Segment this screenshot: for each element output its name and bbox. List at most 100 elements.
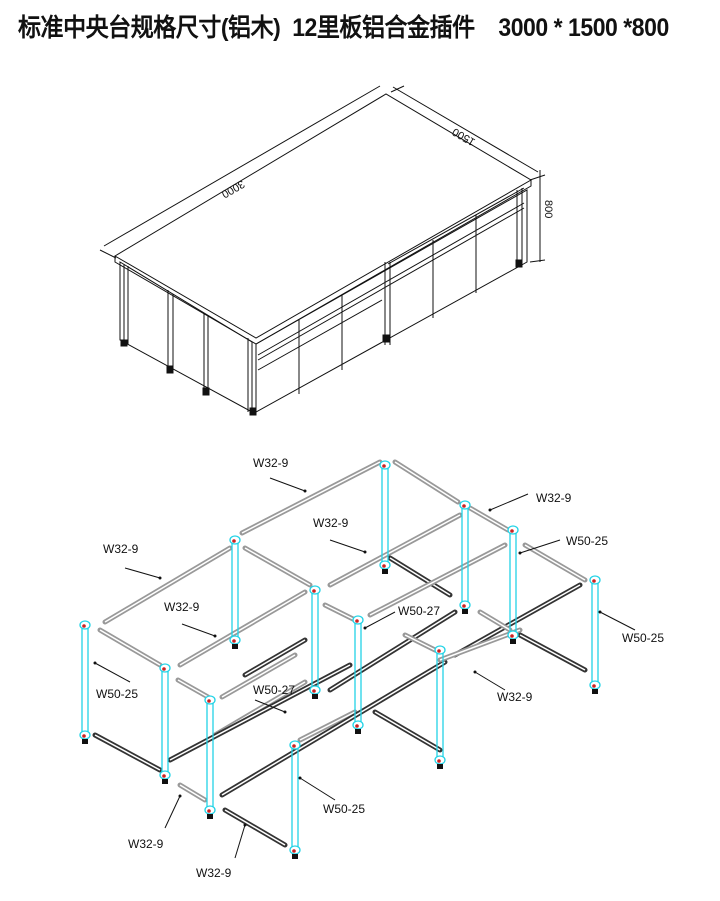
leader-arrow [363,550,367,554]
rail-highlight [94,734,161,771]
rail-highlight [299,711,356,741]
part-label: W32-9 [164,600,200,614]
leader-line [254,699,286,713]
connector-mark [292,744,296,748]
leader-arrow [178,794,182,798]
rail-highlight [329,611,456,691]
connector-mark [162,667,166,671]
foot-pad [82,739,88,744]
part-label: W32-9 [313,516,349,530]
leader-arrow [213,634,217,638]
rail-highlight [179,784,206,801]
leader-arrow [243,823,247,827]
table-top [114,93,532,339]
leader-line [164,795,181,829]
leader-line [94,662,131,683]
vertical-post [591,579,599,686]
rail-highlight [221,661,446,796]
connector-mark [232,539,236,543]
connector-mark [82,624,86,628]
rail-highlight [519,634,586,671]
foot-pad [207,814,213,819]
leader-line [124,567,161,579]
rail-highlight [169,664,351,761]
rail-highlight [469,507,509,531]
leader-arrow [298,776,302,780]
foot-pad [162,779,168,784]
connector-mark [462,504,466,508]
drawing-title: 标准中央台规格尺寸(铝木) 12里板铝合金插件 3000 * 1500 *800 [18,14,669,42]
rail-highlight [439,629,521,661]
rail-highlight [99,629,161,666]
leader-arrow [283,710,287,714]
connector-mark [592,579,596,583]
vertical-post [161,667,169,776]
part-label: W50-25 [96,687,138,701]
connector-mark [207,809,211,813]
rail-highlight [221,654,296,698]
leader-arrow [518,551,522,555]
rail-highlight [394,461,459,503]
exploded-frame [79,459,601,859]
leader-line [234,824,246,859]
connector-mark [82,734,86,738]
rail-highlight [369,544,506,616]
connector-mark [292,849,296,853]
vertical-post [231,539,239,641]
foot-pad [292,854,298,859]
foot-pad [355,729,361,734]
connector-mark [312,689,316,693]
foot-pad [462,609,468,614]
leader-line [489,493,529,511]
part-label: W32-9 [128,837,164,851]
connector-mark [510,529,514,533]
leader-line [474,671,506,691]
connector-mark [510,634,514,638]
leader-arrow [488,508,492,512]
leader-arrow [93,661,97,665]
connector-mark [312,589,316,593]
rail-highlight [241,461,381,534]
leader-line [181,623,216,637]
rail-highlight [374,711,441,751]
rail-highlight [479,611,511,631]
connector-mark [232,639,236,643]
foot-pad [510,639,516,644]
connector-mark [382,464,386,468]
leader-line [519,539,561,554]
foot-pad [382,569,388,574]
foot-pad [232,644,238,649]
connector-mark [355,619,359,623]
vertical-post [81,624,89,736]
foot-pad [437,764,443,769]
vertical-post [291,744,299,851]
frame-labels: W32-9W32-9W32-9W32-9W32-9W32-9W32-9W32-9… [93,456,664,880]
front-cabinets [255,189,528,413]
part-label: W32-9 [497,690,533,704]
rail-highlight [244,639,306,676]
part-label: W32-9 [103,542,139,556]
rail-highlight [179,591,306,666]
part-label: W32-9 [253,456,289,470]
part-label: W50-25 [566,534,608,548]
part-label: W50-25 [323,802,365,816]
leader-arrow [158,576,162,580]
part-label: W32-9 [536,491,572,505]
foot-pad [312,694,318,699]
rail-highlight [324,604,356,621]
connector-mark [382,564,386,568]
connector-mark [592,684,596,688]
leader-arrow [473,670,477,674]
rail-highlight [224,809,286,846]
rail-highlight [177,679,209,698]
leader-arrow [363,626,367,630]
height-dimension: 800 [542,200,554,218]
vertical-post [381,464,389,566]
connector-mark [437,649,441,653]
vertical-post [311,589,319,691]
rail-highlight [524,544,586,581]
part-label: W50-27 [398,604,440,618]
connector-mark [437,759,441,763]
part-label: W50-27 [253,683,295,697]
